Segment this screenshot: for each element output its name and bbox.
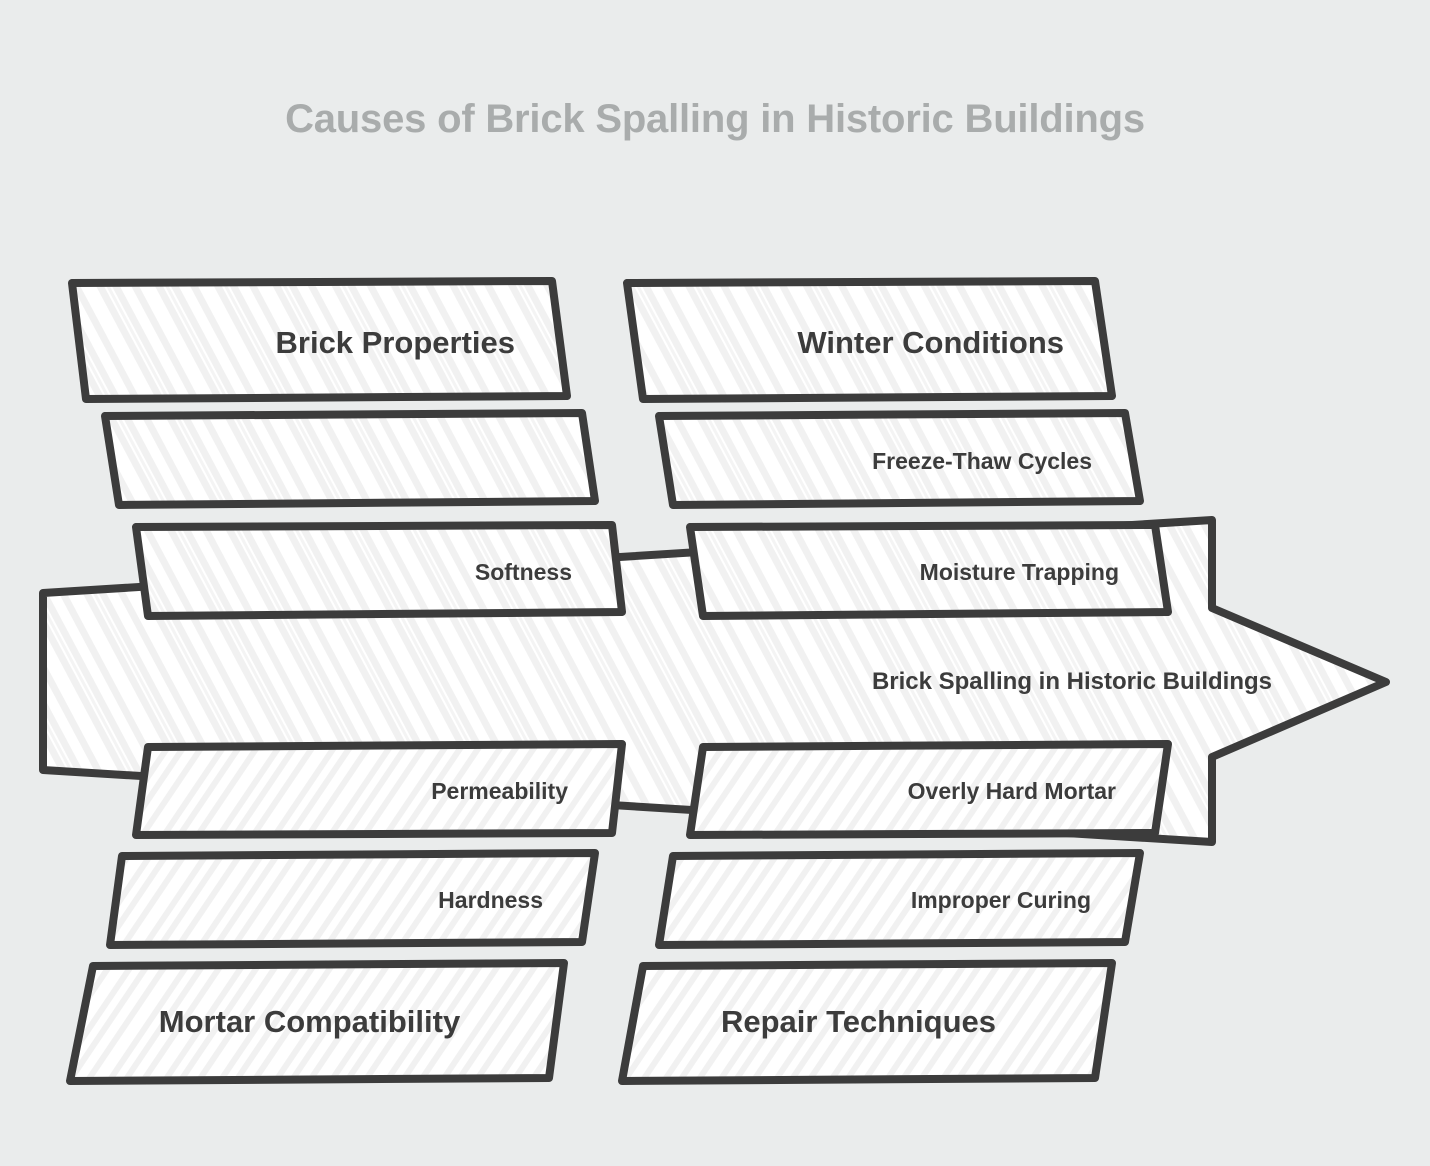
page-title: Causes of Brick Spalling in Historic Bui… xyxy=(285,97,1145,141)
node-hardness[interactable] xyxy=(106,849,599,949)
label-softness: Softness xyxy=(474,559,572,585)
node-brick-properties[interactable] xyxy=(68,277,571,403)
label-hardness: Hardness xyxy=(438,887,543,913)
label-freeze-thaw-cycles: Freeze-Thaw Cycles xyxy=(872,448,1092,474)
label-mortar-compatibility: Mortar Compatibility xyxy=(158,1004,461,1039)
node-overly-hard-mortar[interactable] xyxy=(686,740,1172,839)
label-moisture-trapping: Moisture Trapping xyxy=(919,559,1119,585)
label-brick-properties: Brick Properties xyxy=(275,325,516,360)
label-overly-hard-mortar: Overly Hard Mortar xyxy=(907,778,1116,804)
node-moisture-trapping[interactable] xyxy=(686,521,1172,620)
label-spine-effect: Brick Spalling in Historic Buildings xyxy=(871,668,1272,695)
node-mortar-compatibility[interactable] xyxy=(66,959,568,1085)
node-permeability[interactable] xyxy=(132,740,626,839)
node-brick-properties-blank[interactable] xyxy=(101,409,599,509)
node-winter-conditions[interactable] xyxy=(623,277,1116,403)
label-winter-conditions: Winter Conditions xyxy=(797,325,1064,360)
node-repair-techniques[interactable] xyxy=(618,959,1116,1085)
label-repair-techniques: Repair Techniques xyxy=(720,1004,997,1039)
label-permeability: Permeability xyxy=(431,778,568,804)
node-freeze-thaw-cycles[interactable] xyxy=(655,409,1144,509)
node-improper-curing[interactable] xyxy=(655,849,1144,949)
node-softness[interactable] xyxy=(132,521,626,620)
label-improper-curing: Improper Curing xyxy=(910,887,1091,913)
